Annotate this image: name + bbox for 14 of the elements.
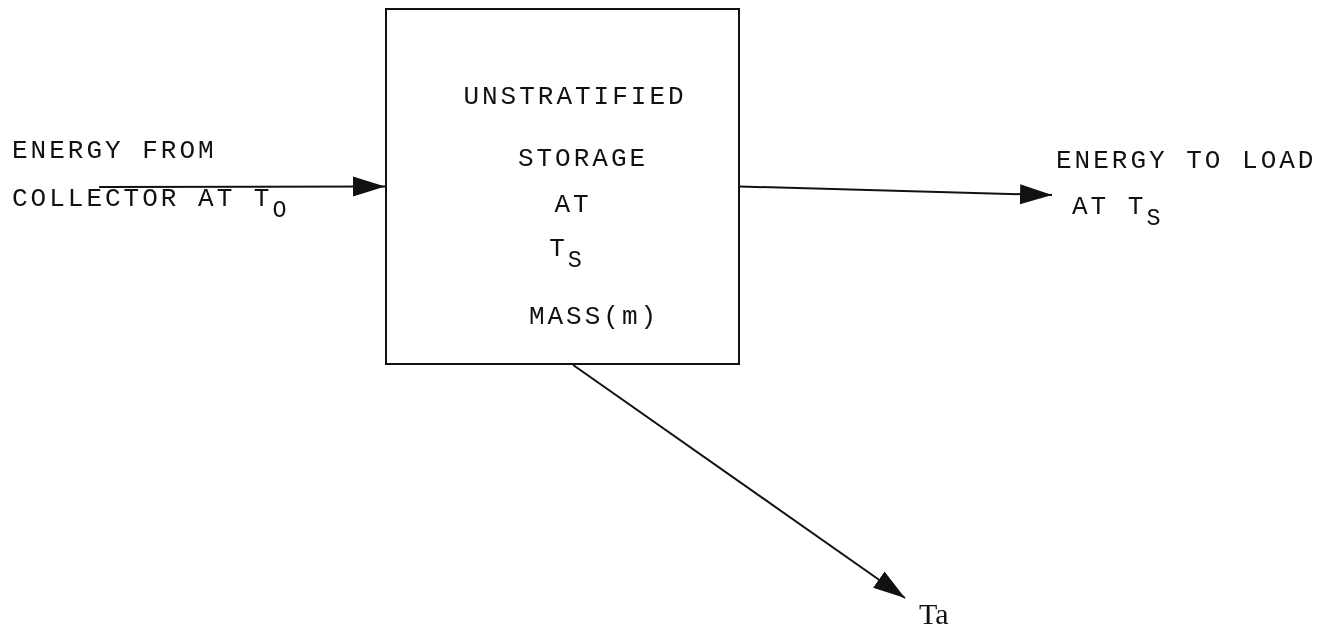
- node-label: ENERGY TO LOAD: [1056, 146, 1317, 178]
- node-label: Ta: [919, 596, 949, 632]
- node-label: COLLECTOR AT T$_{O}$: [12, 184, 290, 216]
- arrow: [739, 184, 1053, 205]
- arrow: [572, 364, 906, 599]
- arrow: [98, 176, 386, 197]
- node-label: AT: [554, 190, 592, 222]
- node-label: MASS(m): [528, 302, 660, 334]
- node-label: T$_{S}$: [549, 234, 585, 266]
- node-label: AT T$_{S}$: [1072, 192, 1164, 224]
- storage-box: [385, 8, 740, 365]
- node-label: STORAGE: [517, 144, 649, 176]
- node-label: UNSTRATIFIED: [463, 82, 687, 114]
- node-label: ENERGY FROM: [12, 136, 217, 168]
